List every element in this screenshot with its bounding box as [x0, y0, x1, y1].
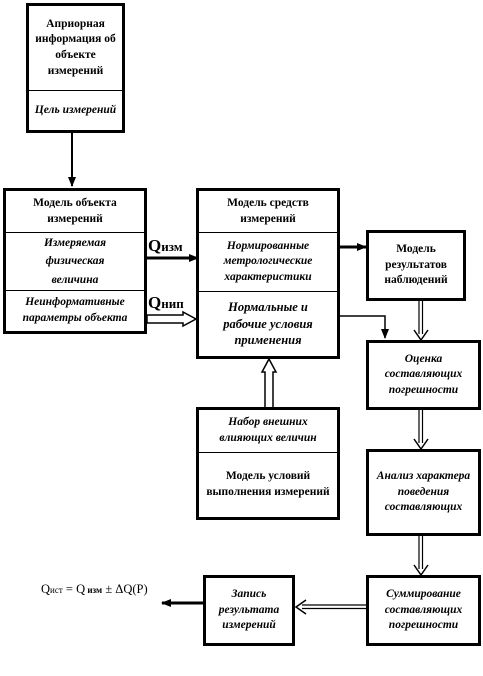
record-title: Запись результата измерений: [218, 588, 280, 632]
box-conditions-model: Набор внешних влияющих величин Модель ус…: [196, 407, 340, 520]
operating-conditions-label: Нормальные и рабочие условия применения: [223, 299, 313, 348]
box-instrument-model: Модель средств измерений Нормированные м…: [196, 188, 340, 359]
arrow-q-nip: [146, 310, 198, 328]
arrow-estimate-to-analysis-head: [413, 438, 429, 451]
divider: [199, 452, 337, 453]
box-results-model: Модель результатов наблюдений: [366, 230, 466, 301]
summation-title: Суммирование составляющих погрешности: [384, 588, 463, 632]
q-nip-label: Qнип: [148, 293, 184, 313]
divider: [199, 232, 337, 233]
formula-q1: Q: [41, 582, 51, 596]
q-nip-sub: нип: [161, 296, 184, 311]
arrow-conditions-to-estimate: [339, 315, 389, 339]
result-formula: Qист = Q изм ± ΔQ(P): [41, 582, 148, 597]
q-izm-sub: изм: [161, 239, 183, 254]
goal-label: Цель измерений: [34, 104, 117, 117]
divider: [6, 232, 144, 233]
apriori-title: Априорная информация об объекте измерени…: [35, 17, 116, 77]
formula-eq: =: [62, 582, 77, 596]
formula-sub1: ист: [50, 585, 63, 595]
arrow-summation-to-record-head: [294, 599, 307, 615]
box-record: Запись результата измерений: [203, 575, 295, 646]
formula-rest: ± ΔQ(P): [102, 582, 148, 596]
q-izm-label: Qизм: [148, 236, 183, 256]
divider: [6, 290, 144, 291]
box-summation: Суммирование составляющих погрешности: [366, 575, 481, 646]
conditions-model-label: Модель условий выполнения измерений: [206, 470, 330, 498]
arrow-analysis-to-summation-head: [413, 564, 429, 577]
box-analysis: Анализ характера поведения составляющих: [366, 449, 481, 536]
q-izm-letter: Q: [148, 236, 162, 255]
q-nip-letter: Q: [148, 293, 162, 312]
box-error-estimate: Оценка составляющих погрешности: [366, 340, 481, 410]
formula-sub2: изм: [85, 585, 103, 595]
divider: [199, 291, 337, 292]
formula-q2: Q: [76, 582, 86, 596]
measured-quantity-label: Измеряемая физическая величина: [43, 236, 107, 286]
analysis-title: Анализ характера поведения составляющих: [376, 470, 471, 514]
arrow-conditions-to-instrument: [260, 357, 278, 409]
results-model-title: Модель результатов наблюдений: [384, 243, 448, 287]
object-model-title: Модель объекта измерений: [33, 196, 117, 225]
normalized-characteristics-label: Нормированные метрологические характерис…: [223, 239, 313, 283]
influencing-quantities-label: Набор внешних влияющих величин: [219, 416, 317, 444]
noninformative-params-label: Неинформативные параметры объекта: [22, 296, 128, 324]
box-object-model: Модель объекта измерений Измеряемая физи…: [3, 188, 147, 334]
box-apriori: Априорная информация об объекте измерени…: [26, 3, 125, 133]
error-estimate-title: Оценка составляющих погрешности: [384, 352, 463, 396]
instrument-model-title: Модель средств измерений: [227, 196, 309, 225]
divider: [29, 90, 122, 91]
arrow-results-to-estimate-head: [413, 329, 429, 342]
